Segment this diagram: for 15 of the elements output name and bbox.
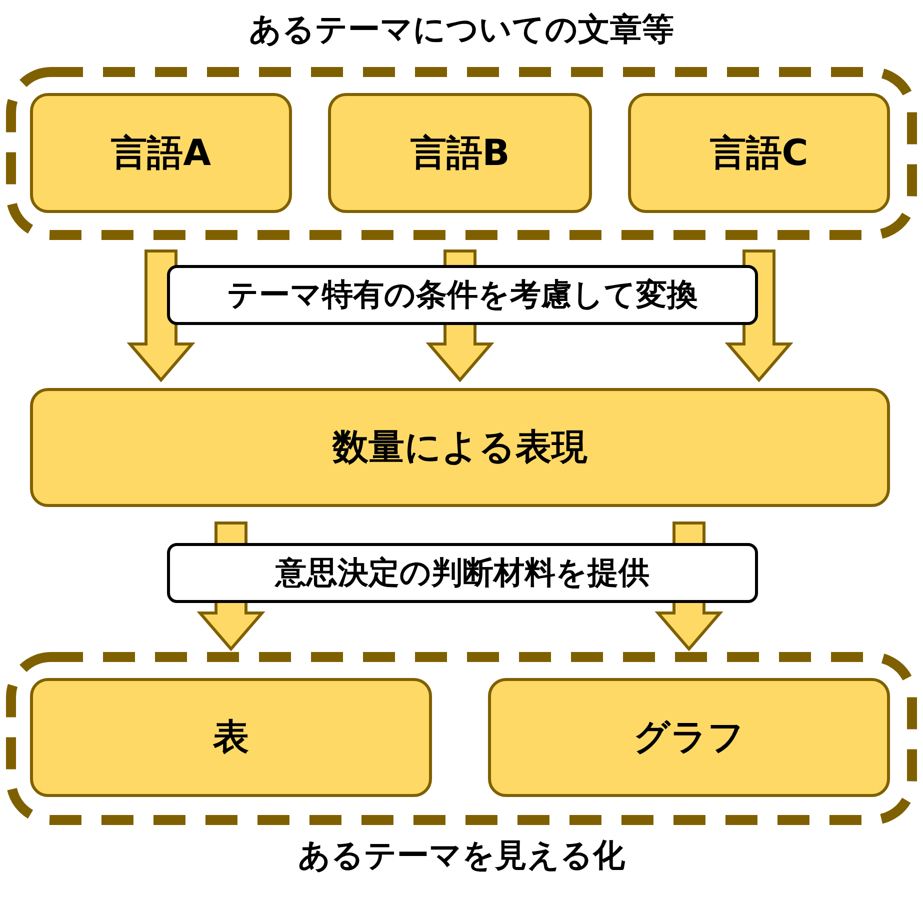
note-box: 意思決定の判断材料を提供 xyxy=(167,543,758,603)
block-arrow xyxy=(126,250,196,382)
block-arrow xyxy=(196,522,266,652)
process-box: グラフ xyxy=(488,678,890,797)
process-box: 言語A xyxy=(30,93,292,213)
note-box: テーマ特有の条件を考慮して変換 xyxy=(167,265,758,325)
block-arrow xyxy=(654,522,724,652)
group-heading: あるテーマについての文章等 xyxy=(248,9,675,50)
process-box: 表 xyxy=(30,678,432,797)
process-box: 言語B xyxy=(328,93,592,213)
block-arrow xyxy=(426,250,494,382)
block-arrow xyxy=(724,250,794,382)
process-box: 数量による表現 xyxy=(30,388,890,507)
group-heading: あるテーマを見える化 xyxy=(297,835,626,876)
process-box: 言語C xyxy=(628,93,890,213)
